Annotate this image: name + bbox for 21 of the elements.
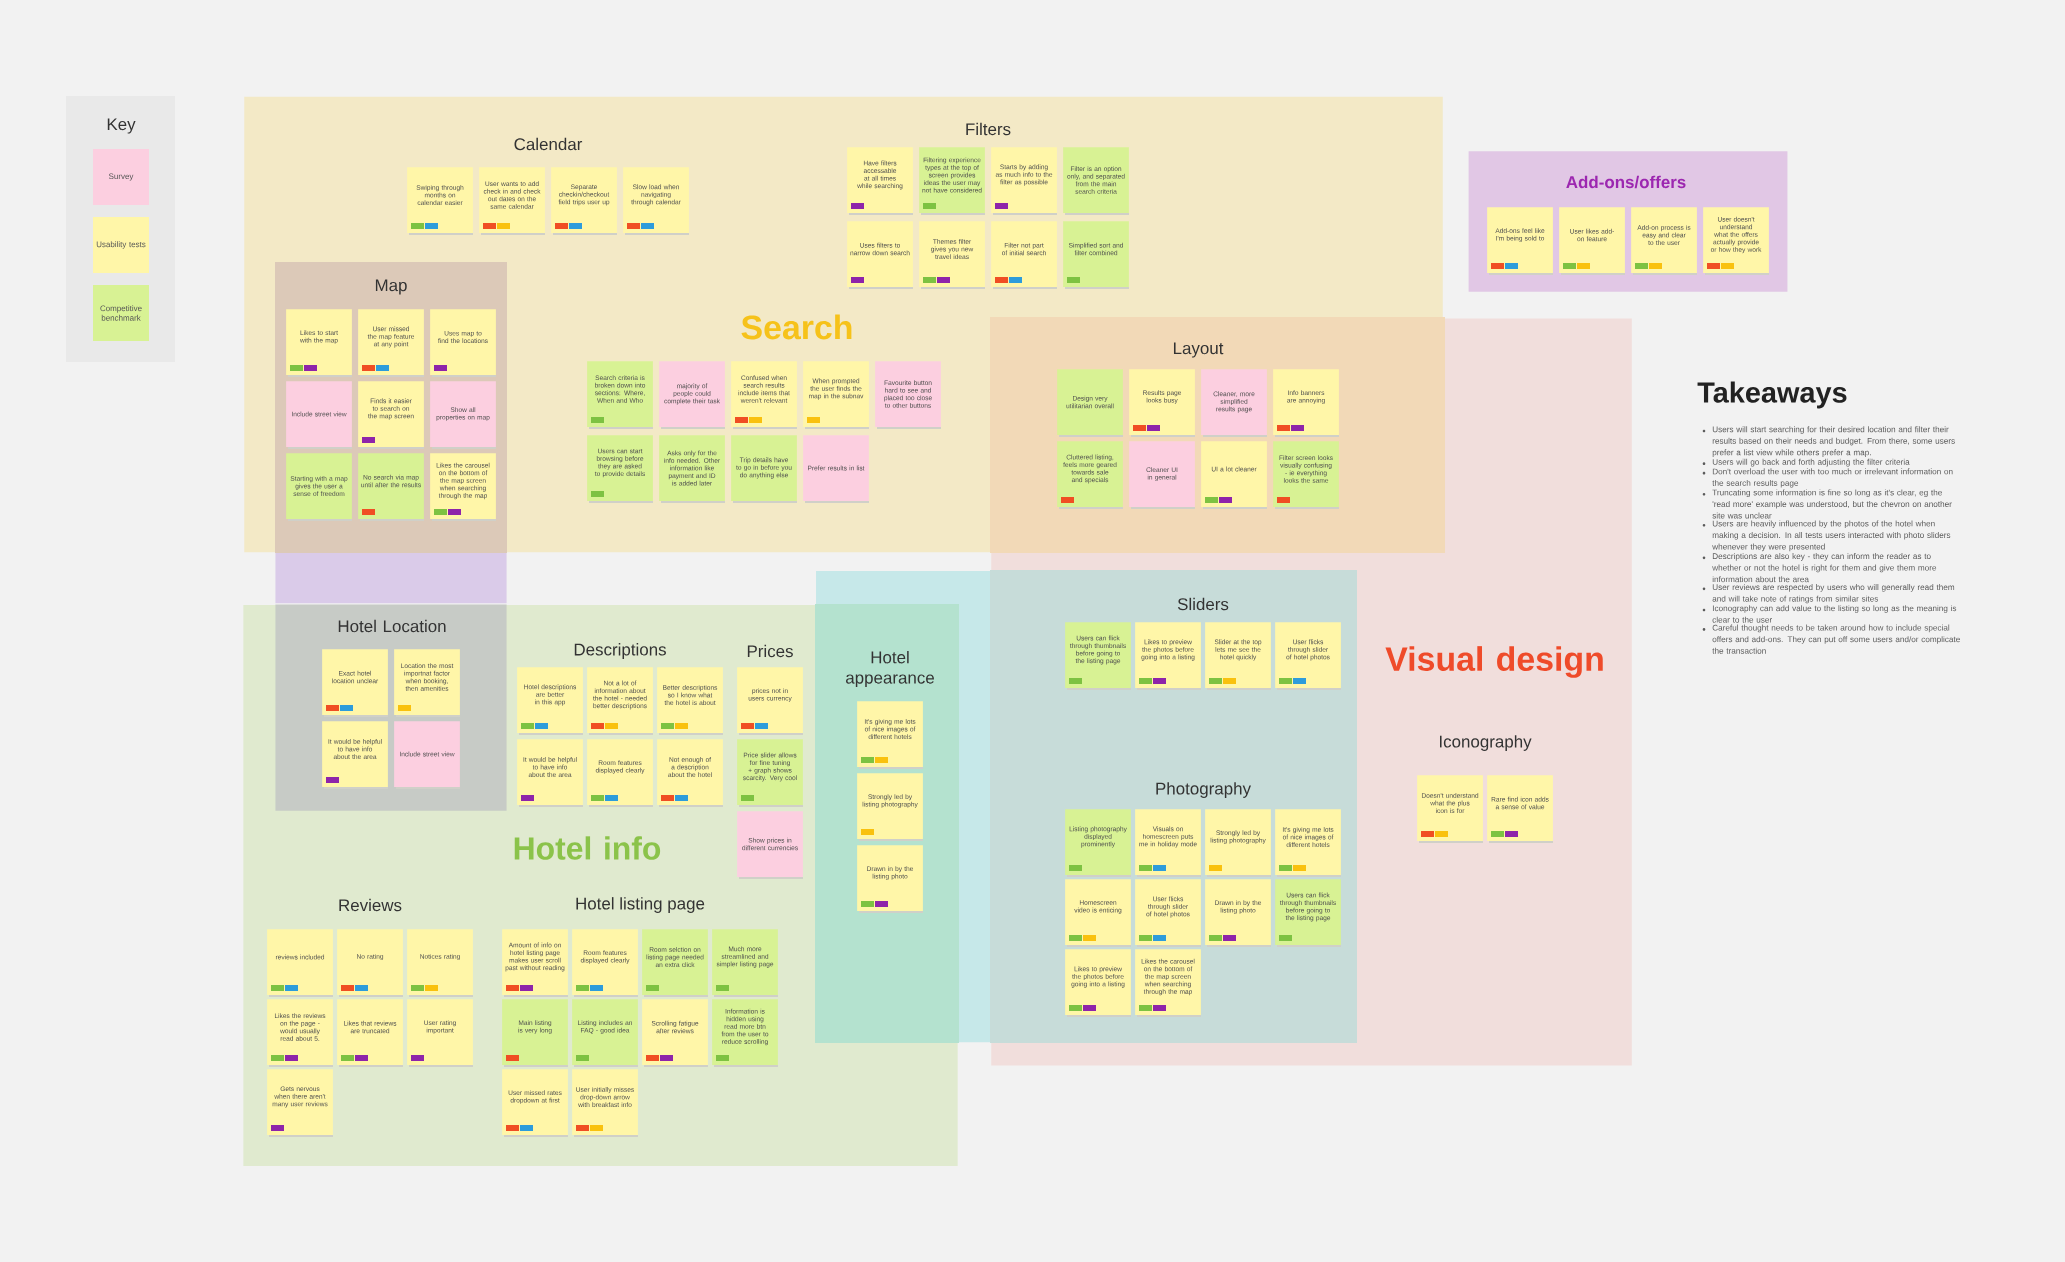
group-heading: Photography	[1156, 782, 1251, 798]
group-heading: Prices	[747, 644, 793, 658]
bullet-item: Iconography can add value to the listing so long as the meaning is clear to the user	[1702, 605, 1957, 623]
group-heading: Hotel listing page	[576, 897, 705, 913]
group-heading: Layout	[1174, 342, 1224, 358]
group-heading: Sliders	[1177, 597, 1229, 611]
bullet-item: Truncating some information is fine so long as it's clear, eg the 'read more' example was understood, but the chevron on another site was unclear	[1702, 489, 1952, 519]
bullet-item: Don't overload the user with too much or irrelevant information on the search results page	[1702, 468, 1953, 488]
bullet-item: Users are heavily influenced by the photos of the hotel when making a decision. In all tests users interacted with photo sliders whenever they were presented	[1702, 520, 1951, 552]
group-heading: Iconography	[1439, 735, 1532, 751]
takeaways-heading: Takeaways	[1697, 381, 1847, 409]
bullet-item: User reviews are respected by users who will generally read them and will take note of ratings from similar sites	[1702, 584, 1955, 604]
group-heading: Reviews	[339, 898, 402, 912]
bullet-item: Users will go back and forth adjusting the filter criteria	[1702, 458, 1910, 467]
group-heading: Filters	[966, 122, 1011, 136]
group-heading: Key	[107, 118, 136, 134]
group-heading: Descriptions	[574, 643, 666, 659]
bullet-item: Descriptions are also key - they can inform the reader as to whether or not the hotel is right for them and give them more information about the area	[1702, 553, 1937, 583]
group-heading: Calendar	[514, 137, 583, 151]
bullet-item: Users will start searching for their desired location and filter their results based on their needs and budget. From there, some users prefer a list view while others prefer a map.	[1702, 426, 1955, 457]
bullet-item: Careful thought needs to be taken around how to include special offers and add-ons. They can put off some users and/or complicate the transaction	[1702, 624, 1960, 654]
